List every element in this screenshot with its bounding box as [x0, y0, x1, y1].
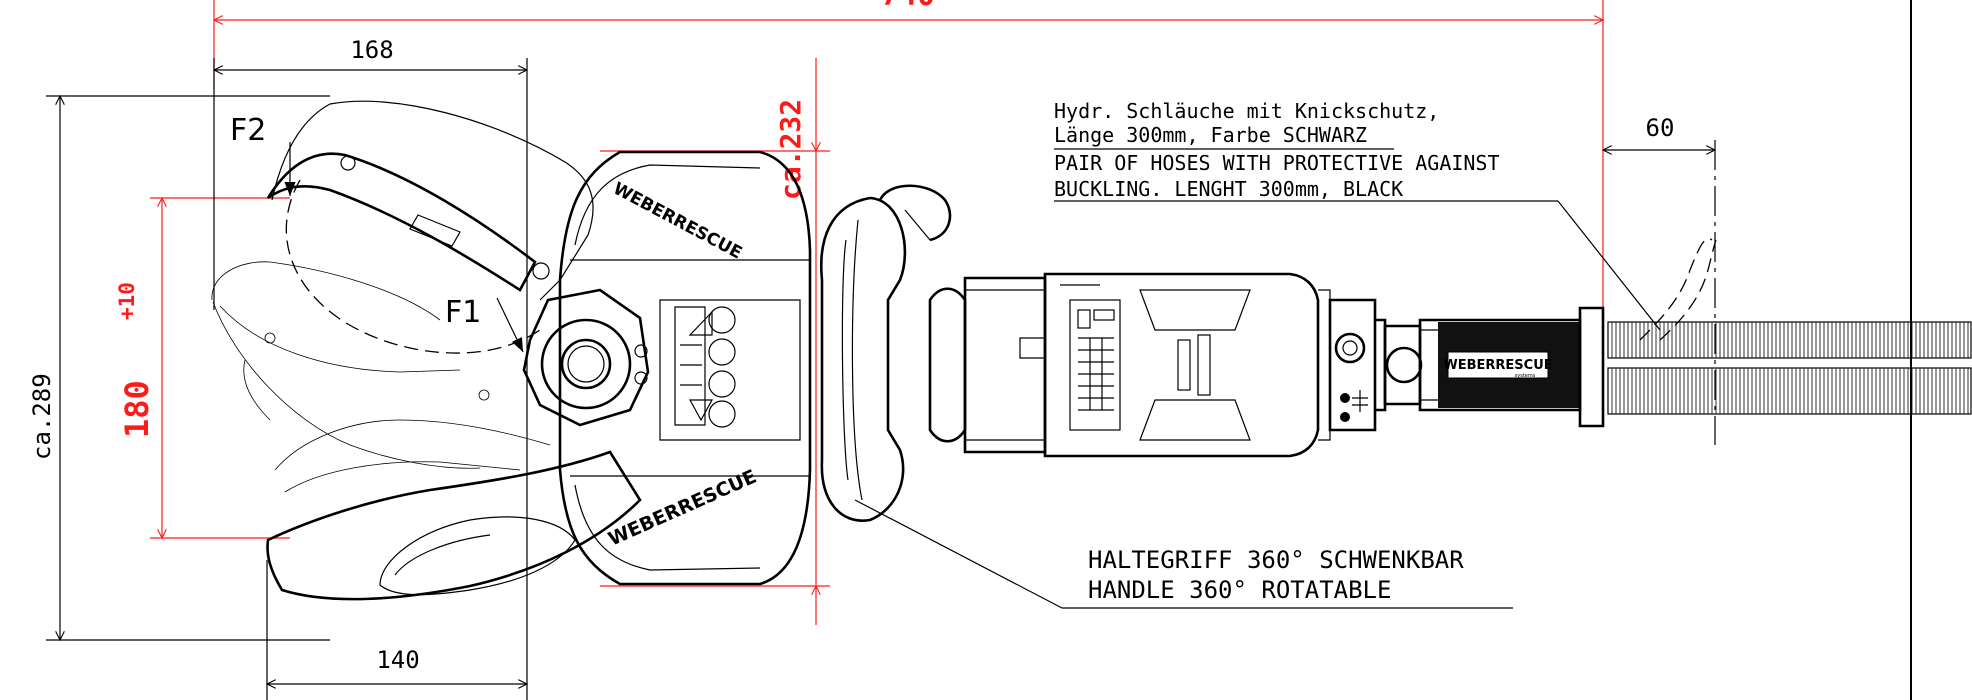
force-f2: F2: [230, 113, 296, 196]
tool-body: [558, 150, 812, 586]
lower-blade: [243, 359, 642, 601]
hose-note-line2: Länge 300mm, Farbe SCHWARZ: [1054, 123, 1367, 147]
valve-block: [1328, 298, 1423, 432]
hose-pair: [1607, 238, 1972, 415]
dimension-opening-tolerance: +10: [115, 282, 139, 320]
control-panel: [680, 306, 736, 428]
hose-note-line1: Hydr. Schläuche mit Knickschutz,: [1054, 99, 1439, 123]
dimension-opening: 180 +10: [115, 198, 290, 538]
force-f2-label: F2: [230, 113, 266, 148]
dimension-overall-height-label: ca.289: [28, 373, 56, 460]
dimension-top-total-label: 740: [881, 0, 935, 13]
force-f1-label: F1: [445, 295, 481, 330]
dimension-hose-tail-label: 60: [1646, 114, 1675, 142]
coupling-sleeve: WEBERRESCUE systems: [1418, 306, 1605, 428]
hose-note: Hydr. Schläuche mit Knickschutz, Länge 3…: [1054, 99, 1661, 331]
brand-logo-cylinder-sub: systems: [1515, 373, 1536, 379]
handle-note-line2: HANDLE 360° ROTATABLE: [1088, 576, 1391, 604]
brand-logo-cylinder: WEBERRESCUE: [1443, 358, 1552, 373]
dimension-body-height-label: ca.232: [774, 99, 807, 200]
rotatable-handle: [820, 184, 1513, 609]
dimension-opening-label: 180: [118, 380, 156, 438]
handle-note-line1: HALTEGRIFF 360° SCHWENKBAR: [1088, 546, 1464, 574]
hose-note-line3: PAIR OF HOSES WITH PROTECTIVE AGAINST: [1054, 151, 1500, 175]
pivot-bolt: [522, 288, 650, 427]
dimension-top-total: 740: [214, 0, 1603, 325]
dimension-overall-height: ca.289: [28, 96, 330, 640]
dimension-upper-blade-label: 168: [350, 36, 393, 64]
handle-note: HALTEGRIFF 360° SCHWENKBAR HANDLE 360° R…: [1088, 546, 1464, 604]
brand-logo-upper: WEBERRESCUE: [610, 179, 746, 264]
dimension-lower-blade: 140: [267, 560, 527, 700]
dimension-hose-tail: 60: [1603, 114, 1715, 445]
force-f1: F1: [445, 295, 524, 353]
hose-note-line4: BUCKLING. LENGHT 300mm, BLACK: [1054, 177, 1403, 201]
upper-blade: [266, 100, 594, 301]
upper-blade-ghost: [211, 179, 541, 469]
dimension-lower-blade-label: 140: [376, 646, 419, 674]
dimension-body-height: ca.232: [600, 58, 830, 625]
brand-logo-lower: WEBERRESCUE: [605, 466, 760, 551]
hydraulic-cylinder: [928, 272, 1331, 458]
